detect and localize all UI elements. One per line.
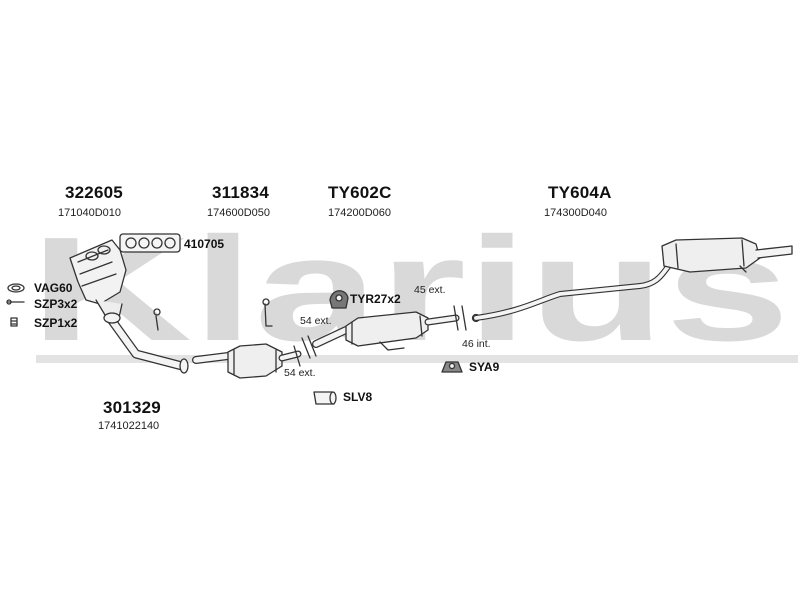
oe-number-301329: 1741022140 (98, 420, 160, 432)
part-number-ty602c: TY602C (328, 183, 392, 202)
slv-sleeve (313, 391, 337, 405)
oe-number-311834: 174600D050 (207, 207, 271, 219)
accessory-slv8: SLV8 (343, 390, 373, 404)
part-number-322605: 322605 (65, 183, 123, 202)
accessory-sya9: SYA9 (469, 360, 500, 374)
szp1-bolt (10, 317, 18, 327)
front-pipe (103, 308, 189, 374)
part-number-311834: 311834 (212, 183, 269, 202)
accessory-410705: 410705 (184, 237, 225, 251)
part-number-ty604a: TY604A (548, 183, 612, 202)
extension-45: 45 ext. (414, 284, 446, 296)
watermark-underline (36, 355, 798, 363)
exhaust-manifold (69, 239, 127, 323)
accessory-tyr27x2: TYR27x2 (350, 292, 401, 306)
clamp-54-lower (293, 345, 301, 367)
rear-pipe (473, 259, 675, 321)
rear-silencer (661, 237, 793, 273)
center-silencer (312, 311, 460, 351)
clamp-54-upper (301, 335, 317, 359)
oe-number-ty604a: 174300D040 (544, 207, 608, 219)
accessory-vag60: VAG60 (34, 281, 73, 295)
catalytic-converter (192, 298, 302, 379)
oe-number-322605: 171040D010 (58, 207, 122, 219)
accessory-szp1x2: SZP1x2 (34, 316, 78, 330)
extension-54-lower: 54 ext. (284, 367, 316, 379)
oe-number-ty602c: 174200D060 (328, 207, 392, 219)
internal-46: 46 int. (462, 338, 491, 350)
vag60-ring (7, 283, 25, 293)
accessory-szp3x2: SZP3x2 (34, 297, 78, 311)
tyr-rubber-hanger (329, 290, 349, 309)
sya-hanger (441, 361, 463, 373)
szp3-spring (6, 299, 25, 305)
extension-54-upper: 54 ext. (300, 315, 332, 327)
manifold-gasket (119, 233, 181, 253)
part-number-301329: 301329 (103, 398, 161, 417)
